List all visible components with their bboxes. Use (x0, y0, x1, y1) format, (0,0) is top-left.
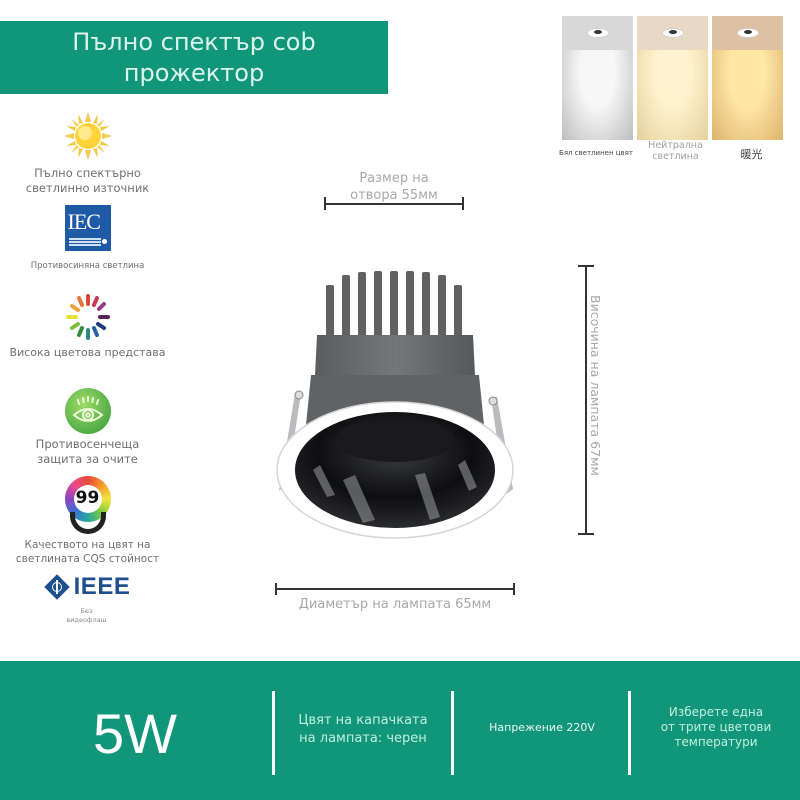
feature-high-cri: Висока цветова представа (0, 292, 175, 360)
feature-no-flicker: IEEE Без видеофлаш (0, 573, 175, 625)
divider (272, 691, 275, 775)
voltage-spec: Напрежение 220V (489, 721, 595, 734)
color-temperature-spec: Изберете една от трите цветови температу… (660, 705, 772, 749)
dimension-tick (578, 265, 594, 267)
swatch-white-light (562, 16, 633, 140)
dimension-opening-label: Размер на отвора 55мм (350, 171, 438, 203)
swatch-warm-light (712, 16, 783, 140)
color-wheel-icon (65, 294, 110, 340)
spec-banner (0, 661, 800, 800)
feature-label: Качеството на цвят на светлината CQS сто… (15, 539, 160, 565)
feature-label: Противосенчеща защита за очите (35, 437, 140, 466)
dimension-tick (513, 583, 515, 595)
title-banner: Пълно спектър cob прожектор (0, 21, 388, 94)
dimension-opening: Размер на отвора 55мм (324, 170, 464, 210)
divider (451, 691, 454, 775)
swatch-label-warm: 暖光 (740, 148, 763, 161)
divider (628, 691, 631, 775)
feature-label: Противосиняна светлина (30, 261, 145, 271)
downlight-icon (736, 28, 759, 38)
dimension-tick (324, 197, 326, 210)
dimension-tick (275, 583, 277, 595)
feature-label: Без видеофлаш (66, 607, 107, 624)
dimension-tick (578, 533, 594, 535)
feature-anti-blue-light: IEC Противосиняна светлина (0, 205, 175, 272)
feature-full-spectrum: Пълно спектърно светлинно източник (0, 110, 175, 196)
feature-cqs-value: 99 Качеството на цвят на светлината CQS … (0, 476, 175, 566)
swatch-label-neutral: Нейтрална светлина (648, 140, 703, 162)
power-spec: 5W (93, 702, 177, 765)
color-temperature-swatches (562, 16, 783, 140)
dimension-diameter-label: Диаметър на лампата 65мм (298, 597, 492, 612)
dimension-line (585, 265, 587, 535)
cqs-99-badge-icon: 99 (64, 476, 111, 536)
ieee-logo-icon: IEEE (43, 573, 131, 601)
dimension-height: Височина на лампата 67мм (576, 265, 606, 535)
eye-protection-icon (64, 388, 111, 434)
downlight-product-icon (276, 271, 514, 539)
dimension-line (324, 203, 464, 205)
dimension-height-label: Височина на лампата 67мм (588, 295, 603, 476)
feature-eye-protection: Противосенчеща защита за очите (0, 387, 175, 467)
iec-logo-icon: IEC (64, 205, 111, 251)
swatch-neutral-light (637, 16, 708, 140)
downlight-icon (586, 28, 609, 38)
dimension-tick (462, 197, 464, 210)
feature-label: Висока цветова представа (9, 346, 166, 359)
cap-color-spec: Цвят на капачката на лампата: черен (298, 713, 428, 746)
title-line-2: прожектор (123, 58, 265, 87)
feature-label: Пълно спектърно светлинно източник (25, 166, 150, 195)
dimension-line (275, 588, 515, 590)
sun-icon (63, 112, 112, 160)
downlight-product-image (255, 265, 535, 560)
swatch-label-white: Бял светлинен цвят (559, 149, 633, 157)
downlight-icon (661, 28, 684, 38)
title-line-1: Пълно спектър cob (72, 27, 316, 56)
